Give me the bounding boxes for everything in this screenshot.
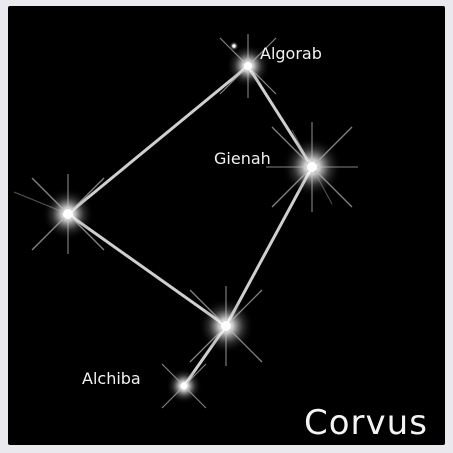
label-alchiba: Alchiba [82, 369, 141, 388]
star-gienah [266, 122, 358, 212]
star-algorab-companion [229, 41, 239, 51]
constellation-lines [68, 66, 312, 386]
star-minkar [14, 174, 104, 254]
line-minkar-kraz [68, 214, 226, 326]
constellation-map: Algorab Gienah Alchiba Corvus [8, 6, 445, 445]
label-algorab: Algorab [260, 44, 322, 63]
label-gienah: Gienah [214, 149, 271, 168]
sky-panel: Algorab Gienah Alchiba Corvus [8, 6, 445, 445]
constellation-title: Corvus [304, 403, 428, 443]
line-algorab-minkar [68, 66, 248, 214]
star-kraz [190, 286, 262, 366]
star-alchiba [162, 364, 206, 408]
